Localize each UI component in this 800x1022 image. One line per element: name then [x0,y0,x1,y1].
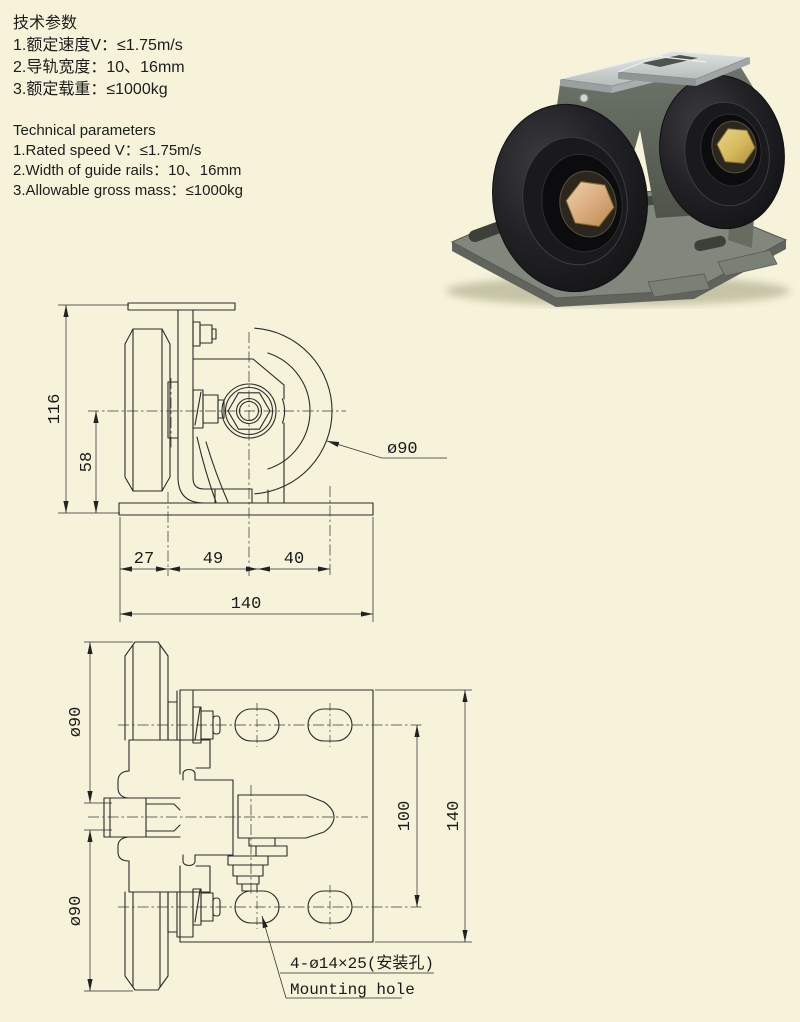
dim-total-height: 116 [46,394,65,425]
dim-bottom-wheel-diameter: ø90 [67,896,86,927]
spec-line-en-1: 1.Rated speed V：≤1.75m/s [13,142,202,159]
dim-axle-height: 58 [78,452,97,472]
spec-line-cn-2: 2.导轨宽度：10、16mm [13,59,185,76]
top-view-dimensions [84,641,472,999]
spec-line-cn-1: 1.额定速度V：≤1.75m/s [13,37,183,54]
specs-cn-block: 技术参数 1.额定速度V：≤1.75m/s 2.导轨宽度：10、16mm 3.额… [13,13,185,101]
hex-nut-right [716,128,756,164]
side-view-dimensions [58,304,447,622]
top-view-centerlines [88,724,424,908]
photo-top-plate [559,50,751,93]
specs-cn-title: 技术参数 [13,15,78,32]
dim-hole-pitch: 100 [396,801,415,832]
hex-nut-left [565,181,615,227]
top-view-drawing: ø90 ø90 100 140 4-ø14×25(安装孔) Mounting h… [67,641,472,999]
specs-en-block: Technical parameters 1.Rated speed V：≤1.… [13,121,243,201]
dim-seg-left: 27 [134,550,154,569]
specs-en-title: Technical parameters [13,122,156,139]
side-view-geometry [118,302,374,516]
spec-line-cn-3: 3.额定载重：≤1000kg [13,81,168,98]
product-photo [446,50,790,307]
spec-line-en-3: 3.Allowable gross mass：≤1000kg [13,182,244,199]
spec-line-en-2: 2.Width of guide rails：10、16mm [13,162,242,179]
dim-plate-length: 140 [445,801,464,832]
top-view-geometry [103,641,374,991]
side-view-drawing: 116 58 27 49 40 140 ø90 [46,302,447,622]
photo-left-wheel [492,103,648,293]
dim-seg-mid: 49 [203,550,223,569]
dim-wheel-diameter: ø90 [387,440,418,459]
top-view-dim-labels: ø90 ø90 100 140 4-ø14×25(安装孔) Mounting h… [67,707,464,999]
side-view-dim-labels: 116 58 27 49 40 140 ø90 [46,394,418,614]
mounting-hole-label-en: Mounting hole [290,981,415,999]
side-view-centerlines [88,332,346,576]
mounting-hole-label-cn: 4-ø14×25(安装孔) [290,954,434,973]
top-view-hole-crosshairs [256,703,331,929]
dim-seg-right: 40 [284,550,304,569]
dim-top-wheel-diameter: ø90 [67,707,86,738]
photo-right-wheel [659,74,785,230]
dim-total-width: 140 [231,595,262,614]
